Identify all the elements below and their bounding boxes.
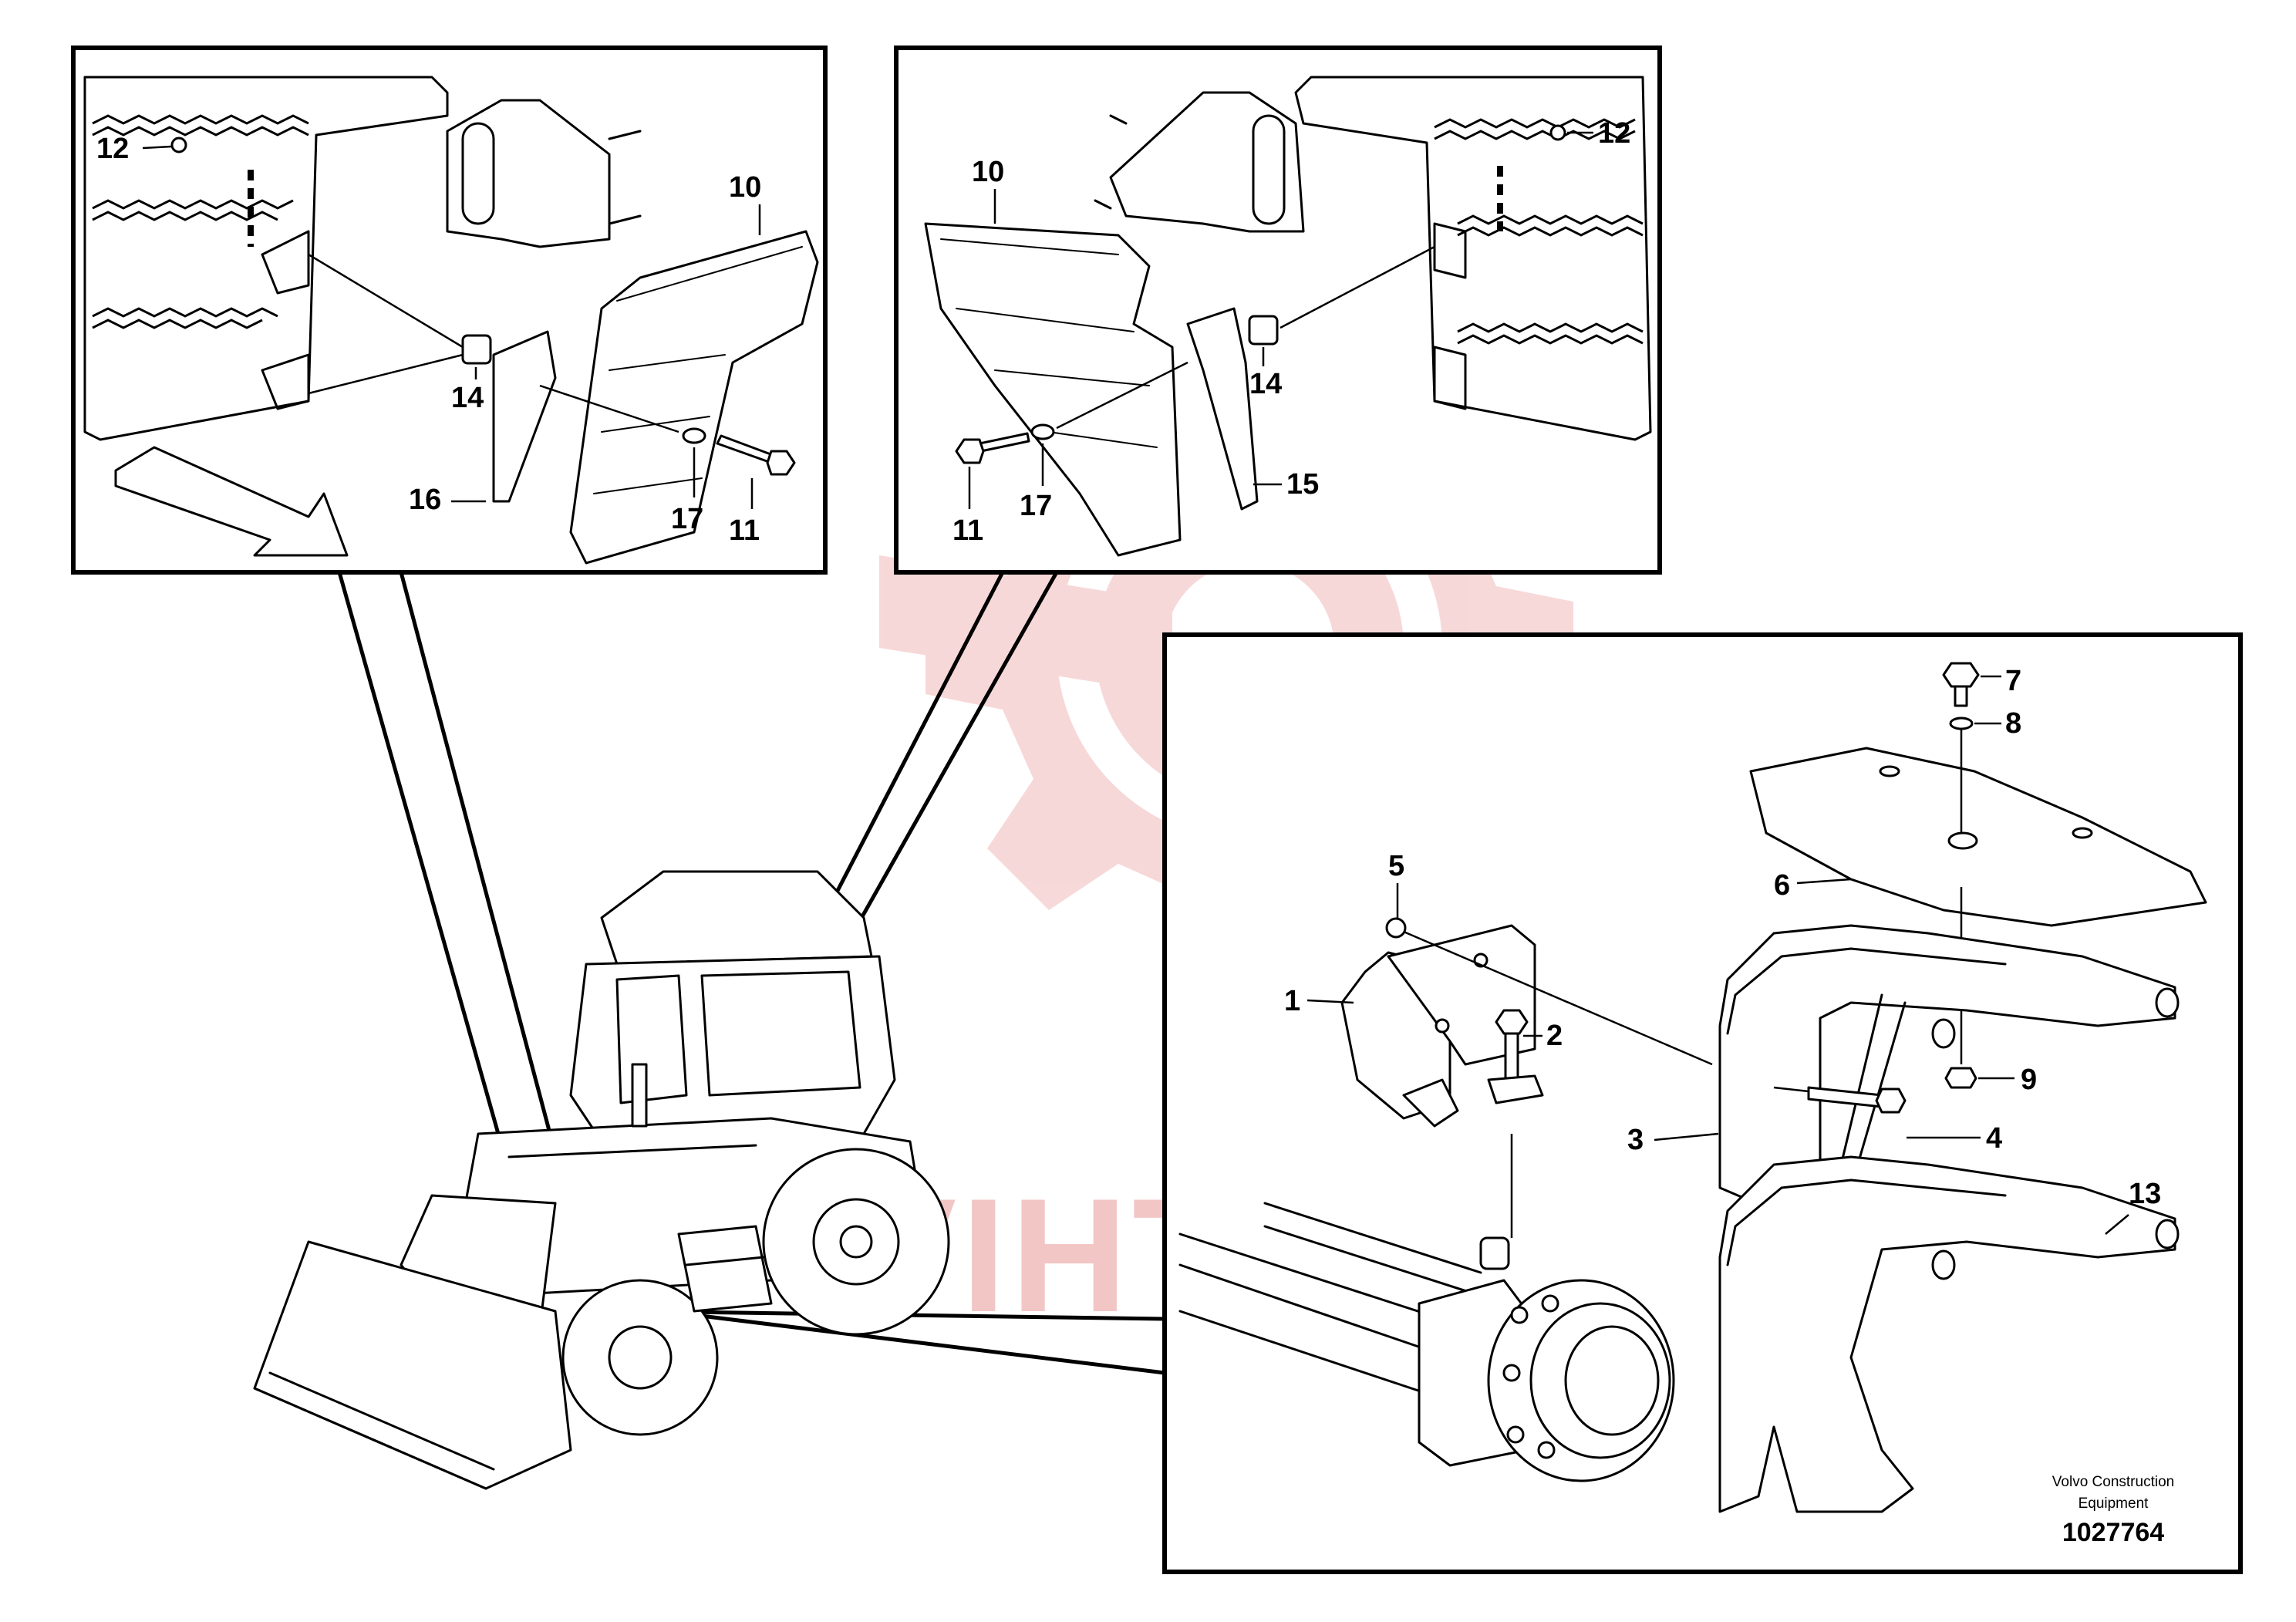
callout-6: 6 [1774, 869, 1790, 902]
callout-10-left: 10 [729, 171, 761, 204]
callout-12-center: 12 [1598, 117, 1630, 150]
callout-15-center: 15 [1286, 468, 1319, 501]
credit-line-1: Volvo Construction [2052, 1474, 2174, 1490]
callout-5: 5 [1388, 850, 1404, 882]
callout-14-left: 14 [451, 382, 484, 414]
callout-2: 2 [1546, 1020, 1563, 1052]
callout-17-center: 17 [1020, 490, 1052, 522]
callout-10-center: 10 [972, 156, 1004, 188]
callout-17-left: 17 [671, 503, 703, 535]
callout-14-center: 14 [1249, 368, 1282, 400]
backhoe-loader-illustration [253, 870, 950, 1490]
callout-12-left: 12 [96, 133, 129, 165]
callout-9: 9 [2021, 1064, 2037, 1096]
callout-3: 3 [1627, 1124, 1644, 1156]
callout-13: 13 [2129, 1178, 2161, 1210]
left-panel-drawing [83, 76, 819, 565]
callout-4: 4 [1986, 1122, 2002, 1155]
callout-16-left: 16 [409, 484, 441, 516]
callout-11-center: 11 [952, 514, 983, 547]
callout-7: 7 [2005, 665, 2021, 697]
callout-8: 8 [2005, 707, 2021, 740]
callout-11-left: 11 [729, 514, 760, 547]
callout-1: 1 [1284, 985, 1300, 1017]
drawing-number: 1027764 [2062, 1518, 2164, 1547]
bottom-panel-drawing [1178, 662, 2207, 1513]
credit-line-2: Equipment [2079, 1496, 2149, 1512]
bottom-detail-panel [1162, 632, 2243, 1574]
center-panel-drawing [924, 76, 1652, 557]
